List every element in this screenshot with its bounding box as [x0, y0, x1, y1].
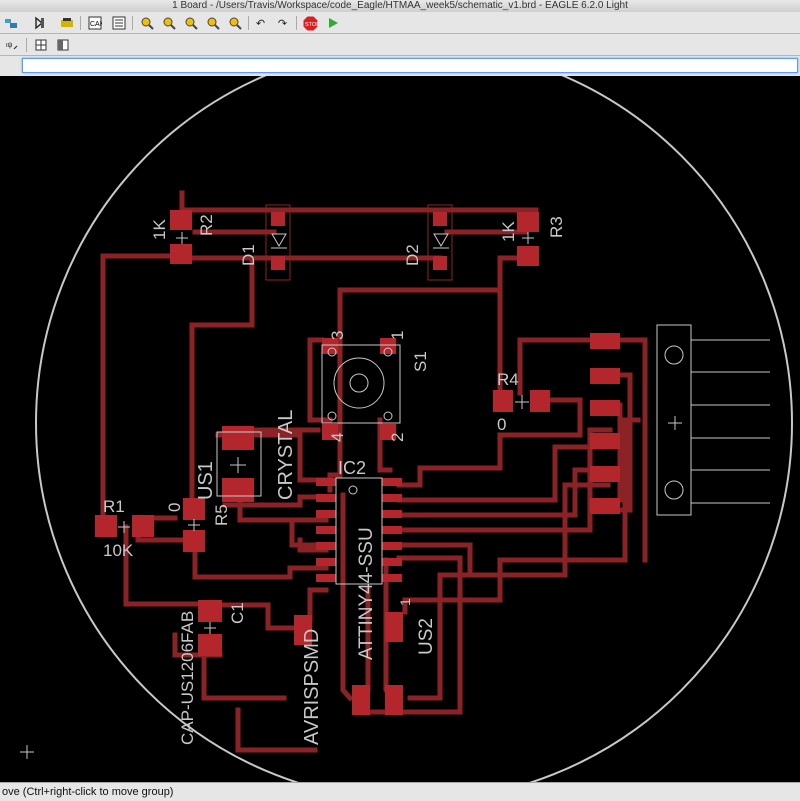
layer-icon[interactable] — [32, 37, 49, 53]
label-r5-name: R5 — [212, 504, 231, 526]
label-s1-pin4: 4 — [328, 433, 347, 442]
label-cap: CAP-US1206FAB — [178, 611, 197, 745]
svg-text:CAM: CAM — [90, 21, 102, 28]
part-origin-crosses — [118, 232, 534, 634]
redo-icon[interactable]: ↷ — [277, 17, 288, 30]
zoom-redraw-icon[interactable] — [204, 15, 221, 31]
command-bar — [0, 56, 800, 77]
main-toolbar: CAM ↶ ↷ STOP — [0, 12, 800, 34]
label-r3-value: 1K — [499, 221, 518, 242]
copper-pads — [95, 210, 620, 715]
label-r4-value: 0 — [497, 415, 506, 434]
label-d1: D1 — [239, 244, 258, 266]
layer-split-icon[interactable] — [54, 37, 71, 53]
zoom-fit-icon[interactable] — [138, 15, 155, 31]
save-icon[interactable] — [30, 15, 47, 31]
cam-icon[interactable]: CAM — [86, 15, 103, 31]
board-icon[interactable] — [110, 15, 127, 31]
status-text: ove (Ctrl+right-click to move group) — [2, 786, 174, 798]
label-attiny: ATTINY44-SSU — [356, 527, 377, 660]
label-s1-pin2: 2 — [388, 433, 407, 442]
label-crystal: CRYSTAL — [275, 410, 297, 500]
zoom-in-icon[interactable] — [160, 15, 177, 31]
label-r4-name: R4 — [497, 370, 519, 389]
zoom-select-icon[interactable] — [226, 15, 243, 31]
undo-icon[interactable]: ↶ — [255, 17, 266, 30]
print-icon[interactable] — [58, 15, 75, 31]
parameter-toolbar: ιψ — [0, 34, 800, 56]
board-outline — [35, 76, 793, 782]
open-icon[interactable] — [2, 15, 19, 31]
label-s1-pin3: 3 — [328, 331, 347, 340]
zoom-out-icon[interactable] — [182, 15, 199, 31]
label-us1: US1 — [195, 461, 217, 500]
label-r2-name: R2 — [197, 214, 216, 236]
stop-icon[interactable]: STOP — [302, 15, 319, 31]
pcb-layout[interactable]: 1K R2 1K R3 D1 D2 S1 3 1 4 2 R4 0 CRYSTA… — [0, 76, 800, 782]
svg-text:ιψ: ιψ — [6, 42, 13, 49]
status-bar: ove (Ctrl+right-click to move group) — [0, 782, 800, 801]
command-input[interactable] — [22, 58, 798, 73]
label-r5-value: 0 — [165, 503, 184, 512]
label-r1-name: R1 — [103, 497, 125, 516]
label-r1-value: 10K — [103, 541, 134, 560]
go-icon[interactable] — [324, 15, 341, 31]
label-s1-pin1: 1 — [388, 331, 407, 340]
label-s1: S1 — [411, 351, 430, 372]
svg-text:STOP: STOP — [305, 22, 318, 28]
grid-icon[interactable]: ιψ — [4, 37, 21, 53]
label-ic-pin1: 1 — [397, 598, 413, 606]
label-c1: C1 — [228, 602, 247, 624]
label-avrisp: AVRISPSMD — [301, 629, 323, 745]
silkscreen — [20, 204, 770, 759]
label-us2: US2 — [416, 618, 437, 655]
label-ic2: IC2 — [338, 458, 366, 478]
silkscreen-labels: 1K R2 1K R3 D1 D2 S1 3 1 4 2 R4 0 CRYSTA… — [103, 214, 566, 745]
board-canvas[interactable]: 1K R2 1K R3 D1 D2 S1 3 1 4 2 R4 0 CRYSTA… — [0, 76, 800, 782]
label-d2: D2 — [403, 244, 422, 266]
label-r2-value: 1K — [150, 219, 169, 240]
label-r3-name: R3 — [547, 216, 566, 238]
